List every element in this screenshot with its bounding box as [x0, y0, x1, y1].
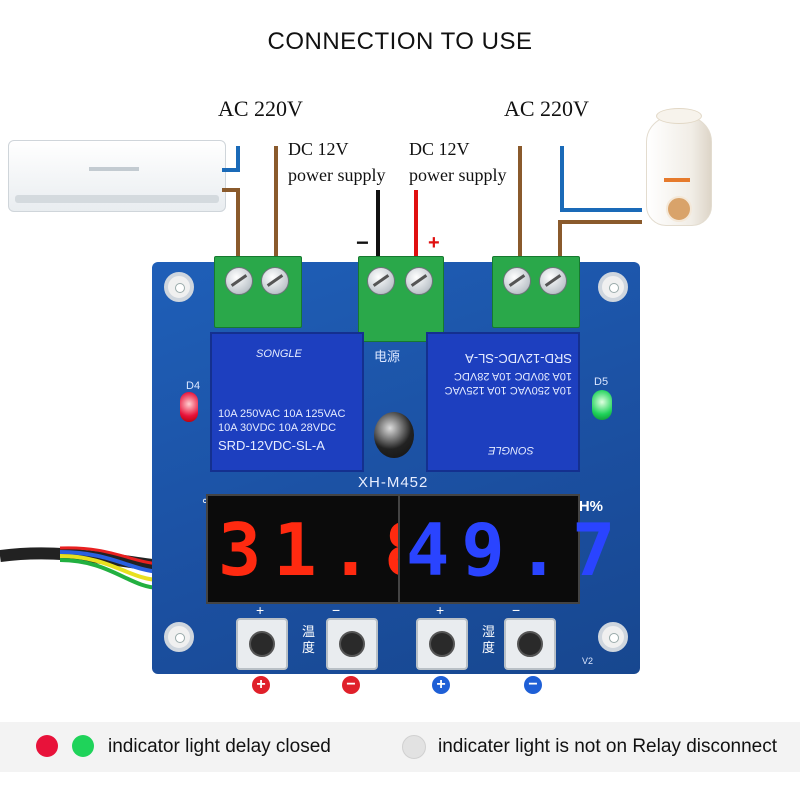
terminal-right — [492, 256, 580, 328]
marker-temp-minus: − — [342, 676, 360, 694]
dc-label-left: DC 12V power supply — [288, 136, 386, 188]
relay-left: SONGLE 10A 250VAC 10A 125VAC 10A 30VDC 1… — [210, 332, 364, 472]
humidifier-image — [642, 108, 714, 228]
minus-sign: − — [356, 230, 369, 255]
dc-right-line1: DC 12V — [409, 139, 470, 159]
led-left-label: D4 — [186, 380, 201, 392]
mount-hole-top-right — [598, 272, 628, 302]
temp-plus-mark: + — [256, 602, 265, 618]
relay-right-model: SRD-12VDC-SL-A — [465, 351, 572, 366]
wire-brown-right-2 — [558, 220, 642, 262]
legend-red-dot — [36, 735, 58, 757]
capacitor — [374, 412, 414, 458]
controller-board: 电源 SONGLE 10A 250VAC 10A 125VAC 10A 30VD… — [152, 256, 640, 674]
led-green — [592, 390, 612, 420]
temp-plus-button[interactable] — [236, 618, 288, 670]
relay-left-brand: SONGLE — [256, 348, 302, 360]
wire-brown-left-1 — [222, 188, 240, 262]
wire-blue-left — [222, 146, 240, 172]
relay-left-line2: 10A 30VDC 10A 28VDC — [218, 422, 337, 434]
humid-plus-button[interactable] — [416, 618, 468, 670]
dc-left-line1: DC 12V — [288, 139, 349, 159]
dc-right-line2: power supply — [409, 165, 507, 185]
version-label: V2 — [582, 656, 594, 666]
wire-blue-right — [560, 146, 642, 212]
mount-hole-top-left — [164, 272, 194, 302]
temperature-value: 31.8 — [218, 508, 440, 592]
relay-left-model: SRD-12VDC-SL-A — [218, 438, 325, 453]
terminal-left — [214, 256, 302, 328]
power-label: 电源 — [374, 349, 401, 364]
ac-label-right: AC 220V — [504, 96, 589, 121]
humidity-value: 49.7 — [406, 508, 628, 592]
plus-sign: + — [428, 232, 440, 254]
dc-left-line2: power supply — [288, 165, 386, 185]
temperature-display: 31.8 — [206, 494, 427, 604]
marker-humid-plus: + — [432, 676, 450, 694]
temp-minus-button[interactable] — [326, 618, 378, 670]
legend-closed-text: indicator light delay closed — [108, 736, 331, 757]
humid-label: 湿度 — [482, 624, 496, 655]
humidity-display: 49.7 — [398, 494, 615, 604]
relay-left-line1: 10A 250VAC 10A 125VAC — [218, 408, 346, 420]
model-label: XH-M452 — [358, 474, 429, 491]
terminal-power — [358, 256, 444, 342]
relay-right-line1: 10A 250VAC 10A 125VAC — [444, 384, 572, 396]
ac-label-left: AC 220V — [218, 96, 303, 121]
relay-right-line2: 10A 30VDC 10A 28VDC — [453, 370, 572, 382]
legend-green-dot — [72, 735, 94, 757]
humid-minus-mark: − — [512, 602, 521, 618]
led-right-label: D5 — [594, 376, 609, 388]
relay-right: SONGLE 10A 250VAC 10A 125VAC 10A 30VDC 1… — [426, 332, 580, 472]
sensor-cable — [0, 547, 161, 572]
marker-humid-minus: − — [524, 676, 542, 694]
relay-right-brand: SONGLE — [488, 444, 534, 456]
dc-label-right: DC 12V power supply — [409, 136, 507, 188]
temp-minus-mark: − — [332, 602, 341, 618]
legend-open-text: indicater light is not on Relay disconne… — [438, 736, 778, 757]
marker-temp-plus: + — [252, 676, 270, 694]
humid-plus-mark: + — [436, 602, 445, 618]
temp-label: 温度 — [302, 624, 316, 655]
mount-hole-bottom-right — [598, 622, 628, 652]
led-red — [180, 392, 198, 422]
humid-minus-button[interactable] — [504, 618, 556, 670]
legend-bar: indicator light delay closed indicater l… — [0, 722, 800, 772]
mount-hole-bottom-left — [164, 622, 194, 652]
air-conditioner-image — [8, 140, 226, 212]
legend-off-dot — [402, 735, 426, 759]
page-title: CONNECTION TO USE — [267, 28, 533, 55]
